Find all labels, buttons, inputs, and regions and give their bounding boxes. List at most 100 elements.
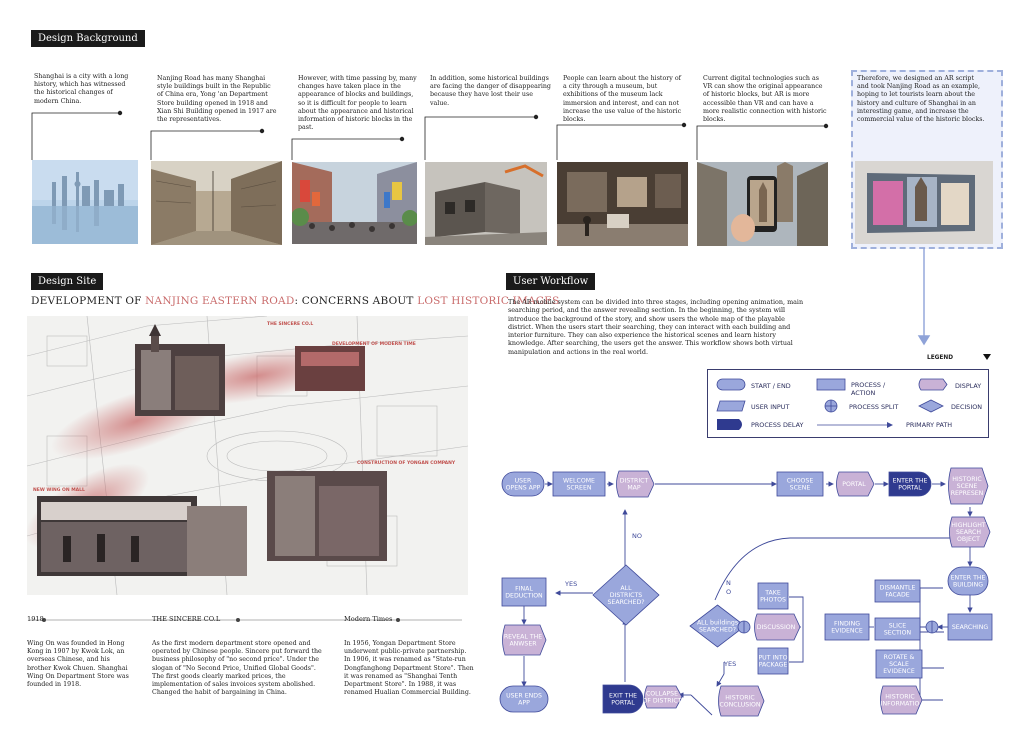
background-text-6: Current digital technologies such as VR … (703, 75, 827, 124)
legend-symbols (716, 378, 948, 430)
timeline-text-1918: Wing On was founded in Hong Kong in 1907… (27, 640, 129, 689)
node-label: MAP (627, 485, 641, 492)
node-label: OBJECT (957, 536, 980, 543)
node-label: PACKAGE (759, 662, 788, 669)
legend-title: LEGEND (927, 355, 954, 361)
node-label: HIGHLIGHT (951, 522, 986, 529)
node-label: SECTION (884, 630, 912, 637)
edge-label-no-top: NO (632, 532, 642, 540)
background-text-2: Nanjing Road has many Shanghai style bui… (157, 75, 277, 124)
node-label: INFORMATIO (881, 701, 920, 708)
node-label: HISTORIC (952, 476, 982, 483)
modern-nanjing-road-image (292, 162, 417, 244)
node-label: CHOOSE (787, 478, 814, 485)
legend-process-split: PROCESS SPLIT (849, 403, 899, 411)
node-label: DISMANTLE (880, 585, 916, 592)
node-label: EVIDENCE (883, 668, 915, 675)
node-label: SCALE (889, 661, 909, 668)
node-label: ENTER THE (951, 575, 986, 582)
node-label: FINDING (834, 621, 860, 628)
node-label: ROTATE & (884, 654, 915, 661)
node-label: USER (515, 478, 532, 485)
process-split-node (737, 620, 751, 634)
background-text-3: However, with time passing by, many chan… (298, 75, 417, 132)
node-label: TAKE (764, 590, 781, 597)
node-label: PORTAL (611, 700, 635, 707)
node-label: PORTAL (898, 485, 922, 492)
legend-primary-path: PRIMARY PATH (906, 421, 953, 429)
shanghai-skyline-image (32, 160, 138, 244)
background-text-4: In addition, some historical buildings a… (430, 75, 551, 107)
legend-user-input: USER INPUT (751, 403, 790, 411)
timeline-label-modern: Modern Times (344, 615, 393, 623)
node-label: ENTER THE (893, 478, 928, 485)
node-label: APP (518, 700, 530, 707)
site-map: THE SINCERE CO.L DEVELOPMENT OF MODERN T… (27, 316, 468, 595)
museum-exhibition-image (557, 162, 688, 246)
timeline-label-sincere: THE SINCERE CO.L (152, 615, 221, 623)
node-label: HISTORIC (885, 694, 915, 701)
node-label: WELCOME (563, 478, 595, 485)
node-label: EXIT THE (609, 693, 637, 700)
map-label-sincere: THE SINCERE CO.L (267, 322, 314, 327)
historic-photo-collage (37, 324, 387, 576)
legend-start-end: START / END (751, 382, 791, 390)
edge-label-yes-left: YES (564, 580, 577, 588)
node-label: ALL (620, 585, 632, 592)
node-label: SEARCHED? (608, 599, 645, 606)
headline-part-1: DEVELOPMENT OF (31, 295, 146, 307)
headline-part-2: NANJING EASTERN ROAD (145, 295, 295, 307)
process-split-node (925, 620, 939, 634)
node-label: OF DISTRICT (643, 698, 682, 705)
legend-process-1: PROCESS / (851, 381, 886, 389)
node-label: OPENS APP (506, 485, 541, 492)
node-label: ANWSER (509, 641, 537, 648)
timeline-text-modern: In 1956, Yongan Department Store underwe… (344, 640, 474, 697)
node-label: DISCUSSION (757, 624, 796, 631)
node-searching: SEARCHING (947, 613, 993, 641)
node-label: ALL buildings (697, 620, 738, 627)
node-label: SCENE (957, 483, 978, 490)
legend-decision: DECISION (951, 403, 983, 411)
site-headline: DEVELOPMENT OF NANJING EASTERN ROAD: CON… (31, 295, 560, 307)
node-label: COLLAPSE (646, 691, 678, 698)
node-label: PUT INTO (758, 655, 787, 662)
node-label: FINAL (515, 586, 533, 593)
nanjing-road-street-image (151, 161, 282, 245)
background-text-5: People can learn about the history of a … (563, 75, 682, 124)
node-portal: PORTAL (836, 471, 875, 497)
timeline-line (30, 618, 462, 622)
node-label: CONCLUSION (719, 702, 760, 709)
legend-process-2: ACTION (851, 389, 876, 397)
node-label: USER ENDS (506, 693, 542, 700)
node-label: SCREEN (567, 485, 592, 492)
ar-phone-image (697, 162, 828, 246)
legend-display: DISPLAY (955, 382, 982, 390)
edge-label-no-loop-2: O (726, 588, 731, 596)
legend-toggle-icon[interactable] (983, 354, 993, 362)
ar-game-image (855, 161, 993, 244)
map-label-yongan: CONSTRUCTION OF YONGAN COMPANY (357, 461, 456, 466)
timeline-label-1918: 1918 (27, 615, 44, 623)
background-connectors (31, 110, 931, 346)
legend-process-delay: PROCESS DELAY (751, 421, 804, 429)
workflow-intro: The AR mobile system can be divided into… (508, 298, 804, 356)
map-label-modern: DEVELOPMENT OF MODERN TIME (332, 342, 416, 347)
